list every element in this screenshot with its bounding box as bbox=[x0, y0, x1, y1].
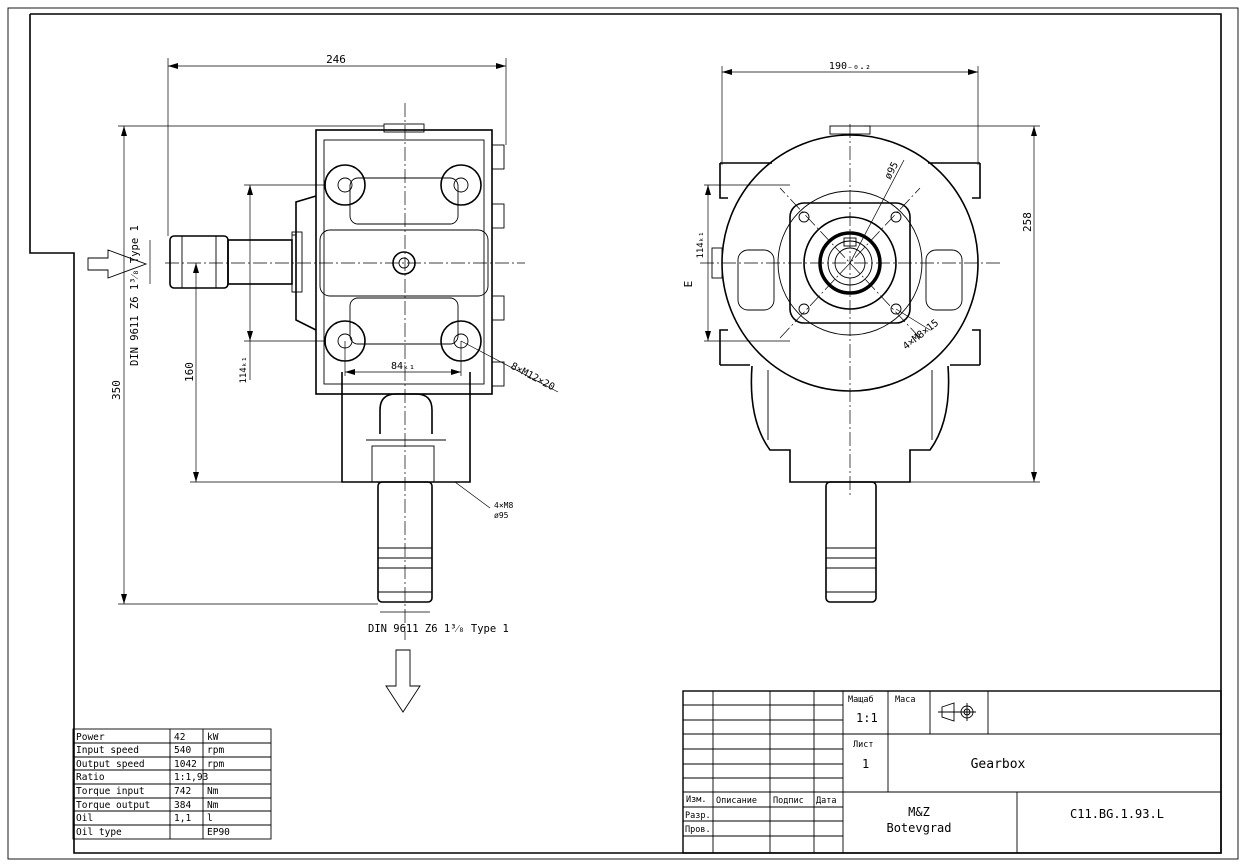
projection-symbol-icon bbox=[938, 702, 976, 722]
flange-callout-2: ø95 bbox=[494, 511, 509, 520]
spec-row-3-value: 1:1,93 bbox=[174, 772, 208, 783]
spec-row-5-name: Torque output bbox=[76, 800, 150, 811]
right-height-dim: 258 bbox=[1021, 212, 1034, 232]
spec-table bbox=[72, 728, 272, 840]
spec-row-6-value: 1,1 bbox=[174, 813, 191, 824]
sheet-header: Лист bbox=[853, 740, 873, 750]
col-data: Дата bbox=[816, 796, 836, 806]
right-114-dim: 114ₖ₁ bbox=[696, 231, 706, 258]
spec-row-5-unit: Nm bbox=[207, 800, 219, 811]
col-izm: Изм. bbox=[686, 795, 706, 805]
spec-row-6-name: Oil bbox=[76, 813, 93, 824]
left-160-dim: 160 bbox=[183, 362, 196, 382]
col-opisanie: Описание bbox=[716, 796, 757, 806]
output-shaft-label: DIN 9611 Z6 1³⁄₈ Type 1 bbox=[368, 623, 509, 635]
left-height-dim: 350 bbox=[110, 380, 123, 400]
right-view bbox=[700, 66, 1040, 603]
sheet-value: 1 bbox=[862, 757, 869, 771]
spec-row-0-value: 42 bbox=[174, 732, 185, 743]
spec-row-1-value: 540 bbox=[174, 745, 191, 756]
spec-row-0-name: Power bbox=[76, 732, 105, 743]
spec-row-5-value: 384 bbox=[174, 800, 191, 811]
company-name: M&Z bbox=[908, 805, 930, 819]
left-width-dim: 246 bbox=[326, 53, 346, 66]
left-84-dim: 84ₖ₁ bbox=[391, 361, 415, 372]
spec-row-4-name: Torque input bbox=[76, 786, 145, 797]
spec-row-4-unit: Nm bbox=[207, 786, 219, 797]
spec-row-2-name: Output speed bbox=[76, 759, 145, 770]
bolt-callout: 8×M12×20 bbox=[509, 361, 557, 393]
left-114-dim: 114ₖ₁ bbox=[239, 356, 249, 383]
drawing-number: C11.BG.1.93.L bbox=[1070, 807, 1164, 821]
sheet-frame bbox=[7, 7, 1239, 860]
spec-row-1-name: Input speed bbox=[76, 745, 139, 756]
scale-header: Мащаб bbox=[848, 694, 874, 705]
right-e-dim: E bbox=[682, 281, 695, 288]
spec-row-4-value: 742 bbox=[174, 786, 191, 797]
title-block bbox=[682, 690, 1222, 854]
drawing-title: Gearbox bbox=[971, 757, 1026, 772]
spec-row-2-value: 1042 bbox=[174, 759, 197, 770]
spec-row-1-unit: rpm bbox=[207, 745, 224, 756]
mass-header: Маса bbox=[895, 695, 915, 705]
right-width-dim: 190₋₀.₂ bbox=[829, 61, 871, 72]
col-podpis: Подпис bbox=[773, 796, 804, 806]
row-prov: Пров. bbox=[685, 825, 711, 835]
spec-row-7-name: Oil type bbox=[76, 827, 122, 838]
input-shaft-label: DIN 9611 Z6 1³⁄₈ Type 1 bbox=[129, 225, 141, 366]
right-hole-callout: 4×M8×15 bbox=[901, 318, 941, 353]
flange-callout-1: 4×M8 bbox=[494, 501, 513, 510]
company-city: Botevgrad bbox=[886, 821, 951, 835]
spec-row-6-unit: l bbox=[207, 813, 213, 824]
scale-value: 1:1 bbox=[856, 711, 878, 725]
spec-row-0-unit: kW bbox=[207, 732, 219, 743]
spec-row-3-name: Ratio bbox=[76, 772, 105, 783]
left-view bbox=[87, 58, 559, 713]
spec-row-7-unit: EP90 bbox=[207, 827, 230, 838]
spec-row-2-unit: rpm bbox=[207, 759, 224, 770]
row-razr: Разр. bbox=[685, 811, 711, 821]
